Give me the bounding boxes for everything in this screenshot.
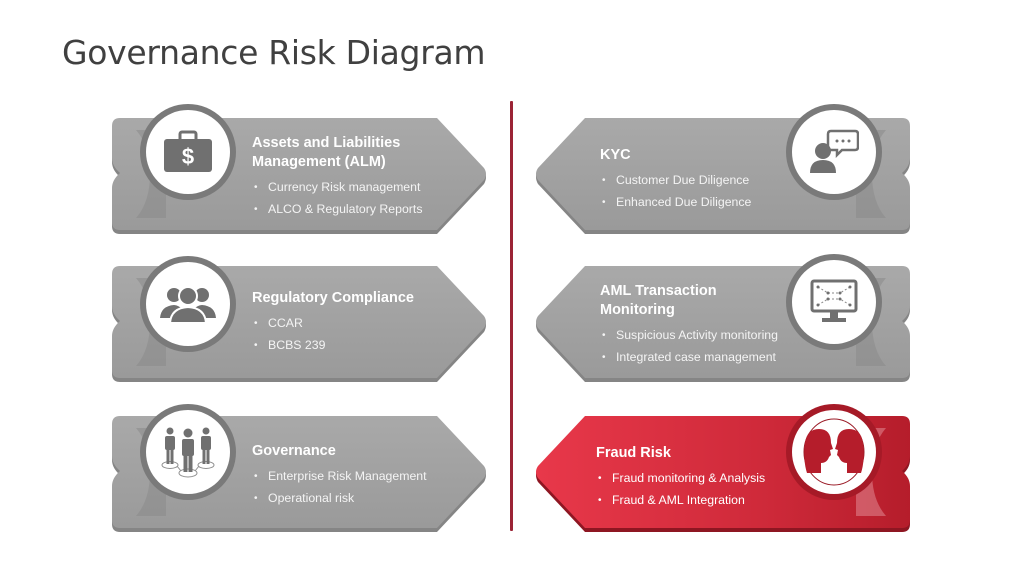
card-heading: Fraud Risk [596,445,671,461]
page-title: Governance Risk Diagram [62,33,486,72]
bullet-item: ALCO & Regulatory Reports [252,199,432,221]
bullet-item: BCBS 239 [252,335,414,357]
bullet-item: Enhanced Due Diligence [600,192,751,214]
card-governance: Governance Enterprise Risk Management Op… [106,398,506,538]
bullet-item: Fraud monitoring & Analysis [596,468,765,490]
card-kyc: KYC Customer Due Diligence Enhanced Due … [530,100,930,240]
briefcase-dollar-icon: $ [164,130,212,172]
card-heading: Regulatory Compliance [252,290,414,306]
card-alm: $ Assets and Liabilities Management (ALM… [106,100,506,240]
bullet-item: Enterprise Risk Management [252,466,427,488]
card-fraud-risk: Fraud Risk Fraud monitoring & Analysis F… [530,398,930,538]
user-chat-icon [810,129,859,173]
icon-circle [792,260,876,344]
card-heading: AML Transaction Monitoring [600,283,717,318]
connected-people-icon [161,427,215,478]
group-users-icon [160,286,216,324]
bullet-item: Operational risk [252,488,427,510]
icon-circle: $ [146,110,230,194]
card-heading: Assets and Liabilities Management (ALM) [252,135,401,170]
monitor-network-icon [810,279,858,322]
card-aml-transaction-monitoring: AML Transaction Monitoring Suspicious Ac… [530,248,930,388]
icon-circle [792,110,876,194]
bullet-item: Fraud & AML Integration [596,490,765,512]
bullet-item: Suspicious Activity monitoring [600,325,778,347]
svg-text:$: $ [182,144,194,169]
card-heading: KYC [600,147,631,163]
bullet-item: Integrated case management [600,347,778,369]
bullet-item: CCAR [252,313,414,335]
icon-circle [146,262,230,346]
bullet-item: Currency Risk management [252,177,432,199]
icon-circle [146,410,230,494]
center-divider [510,101,513,531]
icon-circle [792,410,876,494]
card-regulatory-compliance: Regulatory Compliance CCAR BCBS 239 [106,248,506,388]
bullet-item: Customer Due Diligence [600,170,751,192]
card-heading: Governance [252,443,336,459]
face-to-face-icon [803,418,865,486]
